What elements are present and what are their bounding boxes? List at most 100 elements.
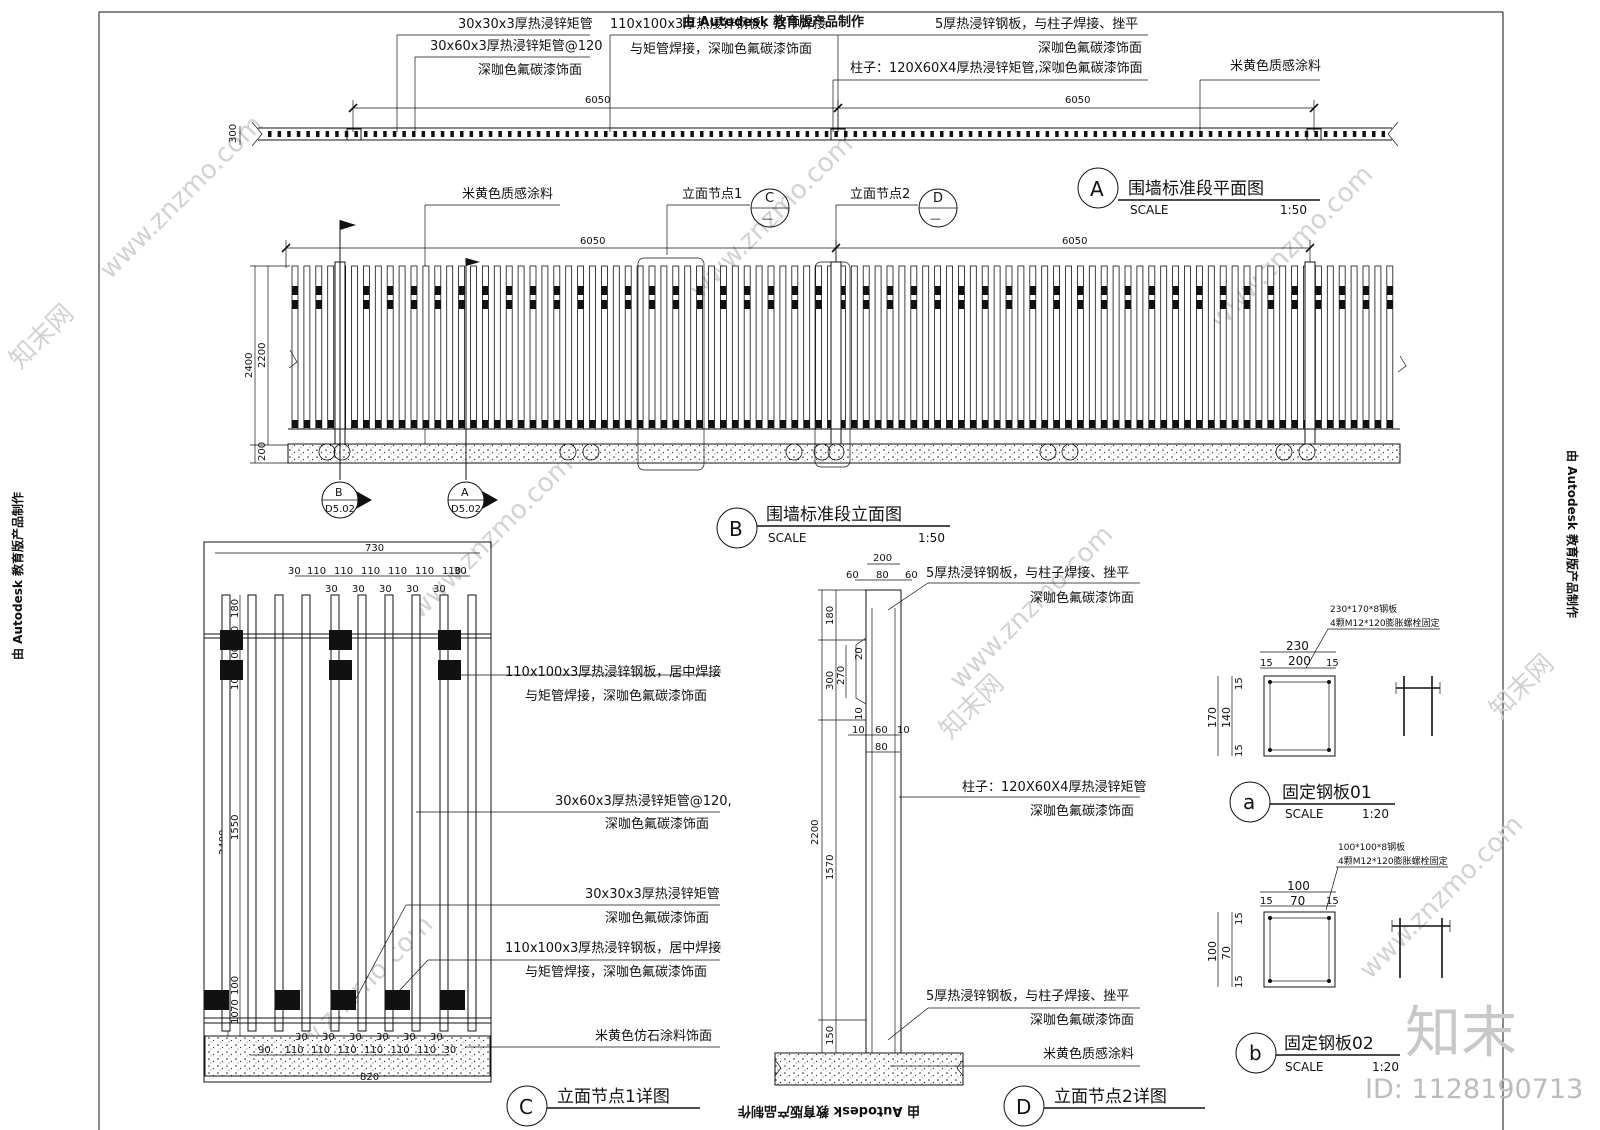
picket-plate bbox=[434, 286, 441, 295]
elev-dim-h-total: 2400 bbox=[244, 353, 255, 378]
plate-a-dim-h-edge-b: 15 bbox=[1234, 744, 1245, 757]
plan-column bbox=[1306, 128, 1322, 141]
plan-picket bbox=[1084, 131, 1088, 137]
picket-plate bbox=[815, 420, 822, 428]
elevation-picket bbox=[1065, 265, 1072, 430]
picket-plate bbox=[1244, 300, 1250, 309]
detail-c-bottom-dim2: 30 bbox=[295, 1032, 308, 1043]
picket-plate bbox=[791, 300, 798, 309]
elevation-picket bbox=[1160, 265, 1168, 430]
plan-picket bbox=[373, 131, 378, 137]
picket-plate bbox=[922, 420, 929, 428]
picket-plate bbox=[1113, 420, 1120, 428]
picket-plate bbox=[530, 420, 536, 428]
picket-plate bbox=[601, 300, 608, 309]
plan-picket bbox=[1352, 131, 1357, 137]
picket-plate bbox=[1267, 286, 1274, 295]
picket-plate bbox=[1291, 286, 1298, 295]
detail-c-top-dim2: 30 bbox=[325, 584, 338, 595]
picket-plate bbox=[994, 420, 1001, 428]
detail-c-note3b: 深咖色氟碳漆饰面 bbox=[605, 910, 709, 926]
detail-d-dim-v-3: 150 bbox=[825, 1026, 836, 1045]
picket-plate bbox=[1244, 286, 1250, 295]
plan-picket bbox=[920, 131, 925, 137]
plan-picket bbox=[440, 131, 445, 137]
picket-plate bbox=[303, 420, 310, 428]
plan-view: 30x30x3厚热浸锌矩管 30x60x3厚热浸锌矩管@120 深咖色氟碳漆饰面… bbox=[228, 16, 1399, 217]
plan-picket bbox=[1160, 131, 1165, 137]
plan-picket bbox=[354, 131, 358, 137]
picket-plate bbox=[1125, 286, 1131, 295]
plan-picket bbox=[335, 131, 339, 137]
detail-c-picket bbox=[330, 594, 340, 1032]
picket-plate bbox=[1101, 286, 1108, 295]
picket-plate bbox=[887, 300, 893, 309]
elev-node1-letter: C bbox=[765, 191, 774, 206]
detail-c-top-dim2: 30 bbox=[379, 584, 392, 595]
plan-picket bbox=[901, 131, 906, 137]
picket-plate bbox=[744, 420, 751, 428]
picket-plate bbox=[458, 420, 465, 428]
detail-c-dim-top: 730 bbox=[365, 543, 384, 554]
plate-b-note2: 4颗M12*120膨胀螺栓固定 bbox=[1338, 855, 1448, 867]
picket-plate bbox=[470, 420, 477, 428]
elevation-picket bbox=[1041, 265, 1049, 430]
elevation-picket bbox=[731, 265, 739, 430]
picket-plate bbox=[1160, 420, 1167, 428]
elevation-picket bbox=[589, 265, 596, 430]
picket-plate bbox=[434, 300, 441, 309]
plan-picket bbox=[1093, 131, 1098, 137]
detail-d-dim-top-0: 60 bbox=[846, 570, 859, 581]
plan-picket bbox=[1151, 131, 1155, 137]
picket-plate bbox=[898, 420, 905, 428]
picket-plate bbox=[1029, 300, 1036, 309]
plate-a-title-letter: a bbox=[1243, 790, 1255, 814]
elev-title-bubble bbox=[716, 507, 758, 549]
plan-picket bbox=[1199, 131, 1203, 137]
plan-picket bbox=[1007, 131, 1011, 137]
picket-plate bbox=[351, 420, 358, 428]
picket-plate bbox=[577, 286, 584, 295]
plan-dim-depth: 300 bbox=[228, 124, 239, 143]
picket-plate bbox=[720, 286, 727, 295]
picket-plate bbox=[530, 286, 536, 295]
picket-plate bbox=[1291, 300, 1298, 309]
picket-plate bbox=[399, 420, 406, 428]
elevation-picket bbox=[946, 265, 953, 430]
plate-a-title: 固定钢板01 bbox=[1282, 783, 1372, 803]
plan-picket bbox=[834, 131, 838, 137]
plate-b-title-bubble bbox=[1235, 1032, 1277, 1074]
plan-picket bbox=[1132, 131, 1136, 137]
plate-b-scale-label: SCALE bbox=[1285, 1060, 1323, 1074]
picket-plate bbox=[315, 300, 322, 309]
picket-plate bbox=[1315, 286, 1322, 295]
detail-c-bottom-dim: 110 bbox=[417, 1045, 436, 1056]
picket-plate bbox=[530, 300, 536, 309]
picket-plate bbox=[1363, 286, 1369, 295]
plan-picket bbox=[1180, 131, 1184, 137]
picket-plate bbox=[839, 286, 846, 295]
plate-a-dim-h-edge-t: 15 bbox=[1234, 677, 1245, 690]
picket-plate bbox=[577, 420, 584, 428]
elev-dim-h-base: 200 bbox=[257, 442, 268, 461]
plan-picket bbox=[1016, 131, 1021, 137]
picket-plate bbox=[1244, 420, 1250, 428]
picket-plate bbox=[839, 420, 846, 428]
picket-plate bbox=[553, 286, 560, 295]
plate-b-note1: 100*100*8钢板 bbox=[1338, 841, 1405, 853]
plan-column bbox=[830, 128, 846, 141]
picket-plate bbox=[672, 420, 679, 428]
picket-plate bbox=[327, 420, 334, 428]
elevation-picket bbox=[1184, 265, 1191, 430]
elevation-picket bbox=[1088, 265, 1096, 430]
picket-plate bbox=[970, 420, 977, 428]
picket-plate bbox=[1172, 286, 1179, 295]
detail-c-note1b: 与矩管焊接，深咖色氟碳漆饰面 bbox=[525, 688, 707, 704]
plan-picket bbox=[1045, 131, 1050, 137]
plan-title: 围墙标准段平面图 bbox=[1128, 179, 1264, 199]
picket-plate bbox=[1339, 300, 1346, 309]
elevation-view: 米黄色质感涂料 立面节点1 C — 立面节点2 D — 6050 6050 24… bbox=[244, 186, 1407, 549]
detail-c-top-dim: 110 bbox=[388, 566, 407, 577]
plan-picket bbox=[306, 131, 310, 137]
detail-c-note1a: 110x100x3厚热浸锌钢板，居中焊接 bbox=[505, 664, 721, 680]
